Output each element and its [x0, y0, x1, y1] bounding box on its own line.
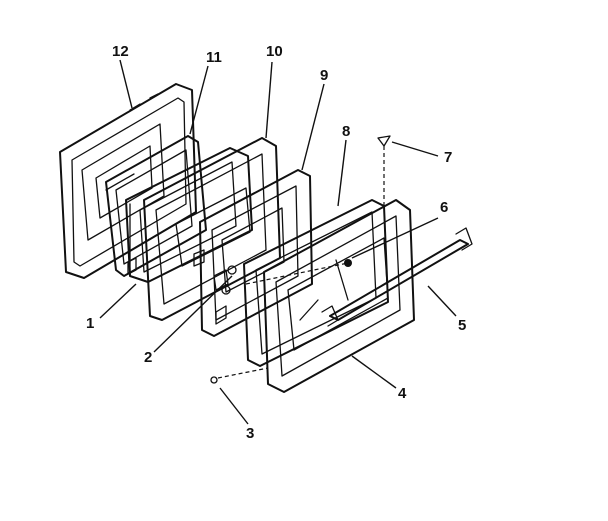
part-2-screw	[221, 265, 237, 295]
part-7-screw	[377, 135, 391, 147]
callout-9: 9	[320, 67, 328, 84]
callout-1: 1	[86, 315, 94, 332]
part-11-inner-liner	[105, 135, 207, 277]
part-12-outer-panel	[59, 83, 197, 279]
part-1-baffle	[125, 147, 253, 283]
callout-7: 7	[444, 149, 452, 166]
leader-lines	[99, 59, 457, 425]
assembly-dashed-lines	[217, 146, 385, 379]
callout-4: 4	[398, 385, 407, 402]
part-10-frame	[143, 137, 281, 321]
callout-11: 11	[206, 49, 222, 66]
callout-12: 12	[112, 43, 129, 60]
part-5-handle	[321, 227, 473, 327]
callout-5: 5	[458, 317, 466, 334]
part-4-outer-door	[263, 199, 415, 393]
callout-2: 2	[144, 349, 152, 366]
callout-8: 8	[342, 123, 350, 140]
part-9-inner-door-panel	[199, 169, 313, 337]
part-3-screw	[210, 376, 218, 384]
callout-3: 3	[246, 425, 254, 442]
part-6-screw	[344, 259, 352, 267]
callout-10: 10	[266, 43, 283, 60]
callout-6: 6	[440, 199, 448, 216]
